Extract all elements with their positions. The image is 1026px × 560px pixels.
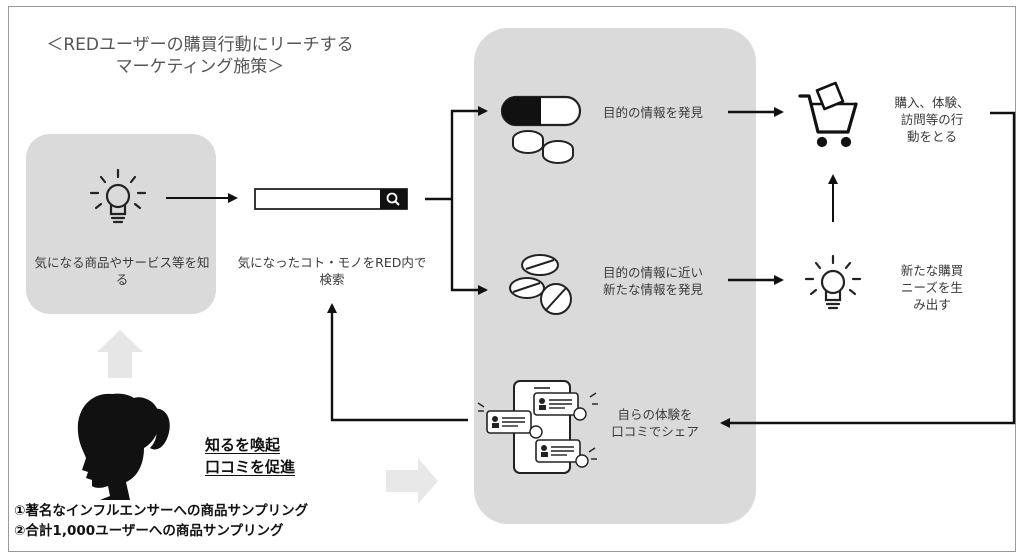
needs-line1: 新たな購買 bbox=[900, 263, 964, 278]
needs-line2: ニーズを生 bbox=[901, 280, 963, 295]
promotion-list: ①著名なインフルエンサーへの商品サンプリング ②合計1,000ユーザーへの商品サ… bbox=[14, 501, 404, 541]
action-line2: 訪問等の行 bbox=[900, 112, 964, 127]
capsule-pills-icon bbox=[500, 95, 582, 164]
promotion-item-2: ②合計1,000ユーザーへの商品サンプリング bbox=[14, 523, 284, 539]
tablets-icon bbox=[509, 254, 572, 315]
arrow-share-to-search bbox=[327, 303, 468, 422]
needs-line3: み出す bbox=[913, 297, 951, 312]
faint-up-arrow bbox=[97, 330, 143, 378]
action-line1: 購入、体験、 bbox=[894, 95, 970, 110]
diagram-title: ＜REDユーザーの購買行動にリーチする マーケティング施策＞ bbox=[30, 34, 370, 78]
step-know-label: 気になる商品やサービス等を知る bbox=[34, 255, 210, 287]
step-search-label: 気になったコト・モノをRED内で検索 bbox=[237, 255, 427, 287]
step-needs-label: 新たな購買 ニーズを生 み出す bbox=[884, 262, 980, 313]
promotion-item-1: ①著名なインフルエンサーへの商品サンプリング bbox=[14, 503, 309, 519]
arrow-to-near bbox=[450, 199, 488, 295]
faint-right-arrow bbox=[386, 458, 438, 504]
title-line2: マーケティング施策＞ bbox=[115, 57, 285, 77]
woman-silhouette-icon bbox=[77, 393, 170, 500]
arrow-action-to-share bbox=[720, 111, 1016, 428]
lightbulb-icon bbox=[89, 168, 147, 224]
share-line2: 口コミでシェア bbox=[611, 424, 699, 439]
discover-near-line2: 新たな情報を発見 bbox=[603, 282, 704, 297]
step-action-label: 購入、体験、 訪問等の行 動をとる bbox=[884, 94, 980, 145]
share-line1: 自らの体験を bbox=[617, 407, 693, 422]
promotion-heading-review: 口コミを促進 bbox=[205, 458, 296, 476]
step-share-label: 自らの体験を 口コミでシェア bbox=[600, 406, 710, 440]
arrow-to-target bbox=[450, 106, 488, 199]
title-line1: ＜REDユーザーの購買行動にリーチする bbox=[46, 35, 354, 55]
search-bar-icon bbox=[254, 188, 408, 210]
shopping-cart-icon bbox=[798, 81, 858, 148]
lightbulb-icon-right bbox=[804, 254, 862, 310]
phone-reviews-icon bbox=[477, 380, 598, 474]
step-discover-target-label: 目的の情報を発見 bbox=[603, 105, 704, 120]
discover-near-line1: 目的の情報に近い bbox=[603, 265, 704, 280]
action-line3: 動をとる bbox=[906, 129, 957, 144]
promotion-headings: 知るを喚起 口コミを促進 bbox=[205, 434, 295, 478]
know-panel bbox=[26, 134, 216, 314]
promotion-heading-know: 知るを喚起 bbox=[205, 436, 281, 454]
step-discover-near-label: 目的の情報に近い 新たな情報を発見 bbox=[603, 264, 727, 298]
